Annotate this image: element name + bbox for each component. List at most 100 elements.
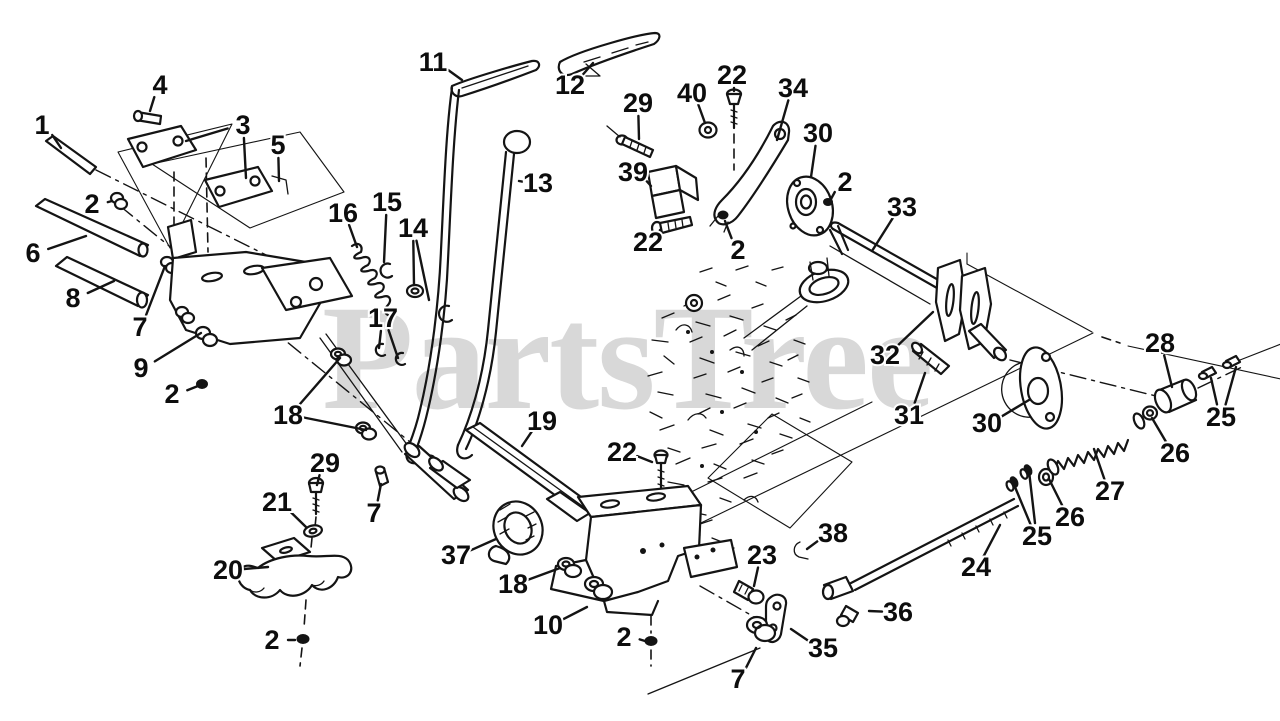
callout-39: 39 [616,155,653,189]
callout-leader [805,538,821,551]
part-rod-6 [34,197,150,258]
callout-23: 23 [745,538,779,588]
callout-32: 32 [868,310,935,372]
callout-label: 25 [1206,402,1236,432]
callout-5: 5 [268,128,288,183]
callout-leader [1150,416,1168,444]
callout-label: 22 [633,227,663,257]
callout-label: 11 [419,47,448,77]
callout-17: 17 [366,301,400,360]
callout-label: 2 [616,622,631,652]
callout-leader [580,61,595,78]
callout-label: 30 [972,408,1002,438]
part-idler-pulley [743,224,850,351]
callout-22: 22 [631,225,665,259]
part-nut-26a [1141,405,1159,421]
callout-label: 22 [717,60,747,90]
callout-leader [1092,447,1106,481]
callout-1: 1 [32,108,63,150]
callout-leader [867,609,884,613]
callout-label: 31 [894,400,924,430]
callout-leader [999,398,1031,418]
callout-leader [1013,485,1032,526]
part-screw-29a [606,125,655,159]
part-bushing-18b [556,556,583,579]
callout-leader [302,416,368,432]
callout-28: 28 [1143,326,1177,389]
callout-label: 26 [1055,502,1085,532]
part-strap-3b [203,165,274,209]
part-set-screw-25b [1221,354,1242,370]
callout-label: 39 [618,157,648,187]
callout-leader [242,136,248,180]
callout-leader [637,114,641,141]
callout-label: 7 [730,664,745,694]
part-bolt-36 [835,604,860,628]
part-bracket-plate-a [934,258,968,343]
callout-label: 13 [523,168,553,198]
callout-label: 21 [262,487,292,517]
callout-leader [561,605,589,621]
callout-label: 19 [527,406,557,436]
part-pivot-flange-30a [786,175,834,237]
callout-leader [144,264,167,317]
callout-leader [982,523,1002,557]
part-screw-29b [307,476,325,528]
callout-label: 27 [1095,476,1125,506]
callout-leader [520,430,534,448]
callout-37: 37 [439,537,498,572]
callout-label: 30 [803,118,833,148]
callout-35: 35 [789,627,840,665]
callout-label: 2 [837,167,852,197]
part-roll-pin-31 [910,341,951,376]
callout-label: 4 [152,70,167,100]
callout-leader [744,646,758,669]
part-locknut-2c [717,210,729,220]
part-spring-27 [1046,412,1146,476]
callout-leader [153,331,203,363]
oil-cap-icon [684,293,704,313]
callout-22: 22 [715,58,749,93]
callout-label: 22 [607,437,637,467]
callout-14: 14 [396,211,431,302]
part-locknut-2f [644,615,658,667]
callout-leader [277,156,281,183]
part-washer-15 [379,262,394,279]
callout-2: 2 [829,165,855,201]
callout-21: 21 [260,485,308,529]
callout-leader [377,329,383,350]
callout-leader [148,95,156,113]
callout-leader [913,371,927,405]
callout-26: 26 [1150,416,1192,470]
callout-label: 5 [270,130,285,160]
callout-3: 3 [184,108,253,180]
callout-34: 34 [775,71,810,142]
callout-38: 38 [805,516,850,551]
callout-2: 2 [162,377,200,411]
callout-label: 28 [1145,328,1175,358]
part-locknut-2b [196,379,208,389]
part-clip-25c [1005,476,1019,492]
callout-20: 20 [211,553,270,587]
part-plate-23-mount [682,538,739,579]
callout-16: 16 [326,196,360,249]
callout-4: 4 [148,68,170,113]
callout-36: 36 [867,595,915,629]
callout-leader [297,356,342,407]
callout-label: 7 [132,312,147,342]
callout-leader [412,239,416,287]
callout-label: 29 [623,88,653,118]
part-pivot-pin [967,322,1008,362]
callout-7: 7 [728,646,758,696]
callout-leader [636,454,654,464]
callout-7: 7 [130,264,167,344]
callout-label: 3 [235,110,250,140]
callout-leader [809,144,817,179]
part-brake-arm-34 [709,120,791,233]
callout-leader [242,565,270,571]
callout-31: 31 [892,371,927,432]
callout-10: 10 [531,605,589,642]
callout-label: 14 [398,213,428,243]
callout-label: 6 [25,238,40,268]
